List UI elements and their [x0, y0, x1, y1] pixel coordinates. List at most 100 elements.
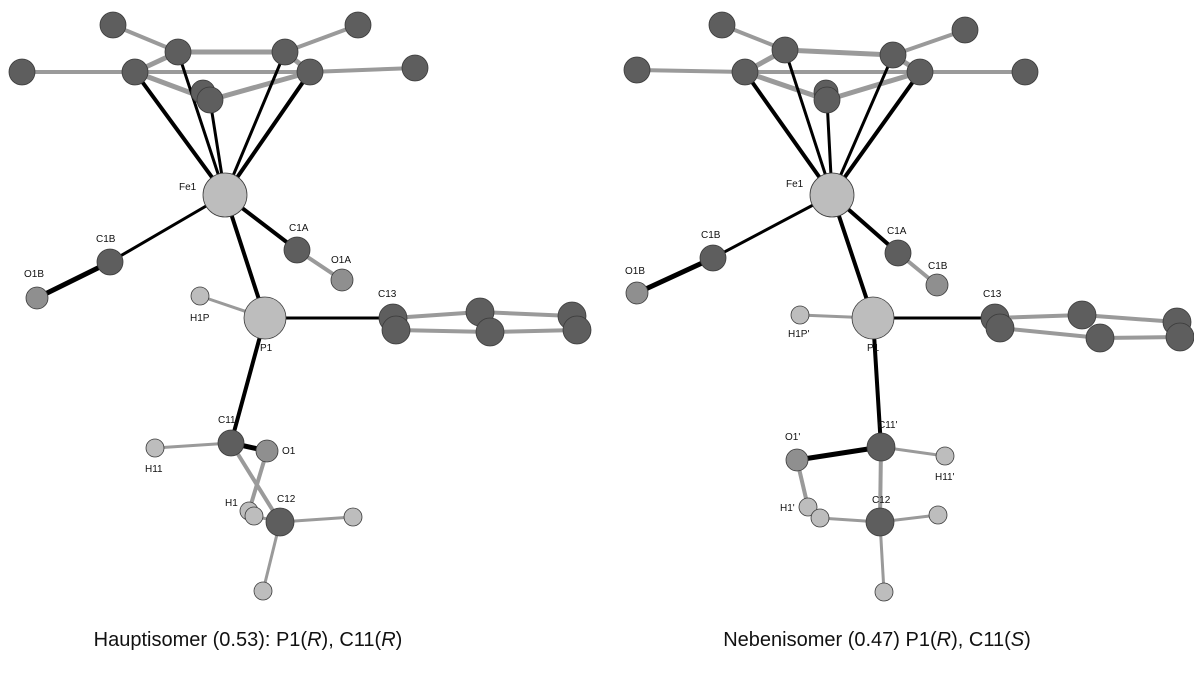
atom-label-p1: P1 — [867, 343, 880, 354]
atom-cd — [906, 58, 934, 86]
bond-p1-c11 — [229, 316, 267, 445]
bond-c13-r2 — [391, 310, 482, 320]
atom-h12b — [253, 581, 273, 601]
atom-labels-right: Fe1C1BO1BC1AC1BP1H1P'C13C11'H11'O1'H1'C1… — [625, 179, 1002, 514]
atom-label-o1b: O1B — [24, 269, 44, 280]
atom-m1 — [99, 11, 127, 39]
atom-m3 — [8, 58, 36, 86]
atom-c11 — [217, 429, 245, 457]
caption-left-config-c11: R — [381, 629, 395, 651]
atom-label-c12: C12 — [277, 494, 296, 505]
atom-cb — [271, 38, 299, 66]
atom-r2 — [1067, 300, 1097, 330]
caption-left-text-3: ) — [396, 629, 403, 651]
bond-fe-ca — [176, 50, 227, 197]
atom-c12 — [865, 507, 895, 537]
atom-r5 — [562, 315, 592, 345]
atom-cc — [121, 58, 149, 86]
atom-r1 — [381, 315, 411, 345]
bond-fe-cc — [133, 70, 227, 197]
bond-ca-cb — [782, 47, 896, 58]
caption-right-text-2: ), C11( — [951, 629, 1011, 651]
atoms-left — [8, 11, 592, 601]
atom-c1a — [884, 239, 912, 267]
atom-label-c11: C11' — [878, 420, 898, 431]
atom-h11 — [145, 438, 165, 458]
atom-fe — [202, 172, 248, 218]
atom-cc — [731, 58, 759, 86]
atom-label-c1b: C1B — [701, 230, 721, 241]
caption-right-text-3: ) — [1024, 629, 1031, 651]
atom-label-h1p: H1P' — [788, 329, 809, 340]
atom-label-h1: H1 — [225, 498, 238, 509]
atoms-right — [623, 11, 1194, 602]
atom-label-h11: H11' — [935, 472, 955, 483]
bond-cd-m4 — [308, 66, 417, 74]
bond-r2-r4 — [478, 310, 574, 318]
atom-o1b — [25, 286, 49, 310]
bond-fe-c1b — [711, 193, 834, 260]
atom-p1 — [851, 296, 895, 340]
atom-c1a — [283, 236, 311, 264]
atom-m2 — [951, 16, 979, 44]
atom-m1 — [708, 11, 736, 39]
atom-label-o1: O1 — [282, 446, 296, 457]
atom-label-fe: Fe1 — [179, 182, 197, 193]
atom-r3 — [475, 317, 505, 347]
atom-ce — [196, 86, 224, 114]
bond-cc-m3 — [635, 68, 747, 74]
atom-h1p — [790, 305, 810, 325]
atom-h12a — [928, 505, 948, 525]
atom-label-c11: C11 — [218, 415, 236, 426]
bond-fe-cc — [743, 70, 834, 197]
atom-c11 — [866, 432, 896, 462]
caption-right-text-1: Nebenisomer (0.47) P1( — [723, 629, 937, 651]
caption-right-config-c11: S — [1011, 629, 1025, 651]
atom-label-h11: H11 — [145, 464, 163, 475]
atom-label-c12: C12 — [872, 495, 891, 506]
atom-label-h1: H1' — [780, 503, 795, 514]
atom-h1 — [798, 497, 818, 517]
atom-label-o1: O1' — [785, 432, 800, 443]
caption-right: Nebenisomer (0.47) P1(R), C11(S) — [723, 629, 1031, 651]
atom-o1a — [330, 268, 354, 292]
atom-o1 — [255, 439, 279, 463]
atom-r5 — [1165, 322, 1194, 352]
bond-fe-cd — [830, 70, 922, 197]
atom-p1 — [243, 296, 287, 340]
bond-c1b-o1b — [634, 255, 716, 296]
atom-r1 — [985, 313, 1015, 343]
atom-label-c1b: C1B — [96, 234, 116, 245]
atom-hh — [810, 508, 830, 528]
atom-label-o1b: O1B — [625, 266, 645, 277]
atom-label-c1a: C1A — [289, 223, 309, 234]
atom-o1 — [785, 448, 809, 472]
bond-fe-cd — [223, 70, 312, 197]
atom-label-o1a: O1A — [331, 255, 351, 266]
bond-cd-ce — [824, 69, 923, 103]
caption-right-config-p1: R — [937, 629, 951, 651]
atom-label-fe: Fe1 — [786, 179, 804, 190]
atom-h12a — [343, 507, 363, 527]
atom-cb — [879, 41, 907, 69]
atom-h1p — [190, 286, 210, 306]
structure-right: Fe1C1BO1BC1AC1BP1H1P'C13C11'H11'O1'H1'C1… — [623, 11, 1194, 602]
bond-p1-c11 — [871, 316, 883, 449]
bonds-right — [634, 23, 1182, 594]
atom-c12 — [265, 507, 295, 537]
atom-m4 — [1011, 58, 1039, 86]
atom-ca — [771, 36, 799, 64]
atom-h11 — [935, 446, 955, 466]
bond-fe-ca — [783, 48, 834, 197]
atom-label-c13: C13 — [378, 289, 397, 300]
bond-fe-cb — [223, 50, 287, 197]
atom-m4 — [401, 54, 429, 82]
bond-cd-ce — [207, 69, 313, 103]
caption-left-text-1: Hauptisomer (0.53): P1( — [94, 629, 308, 651]
atom-ce — [813, 86, 841, 114]
bonds-left — [20, 23, 579, 593]
atom-ca — [164, 38, 192, 66]
